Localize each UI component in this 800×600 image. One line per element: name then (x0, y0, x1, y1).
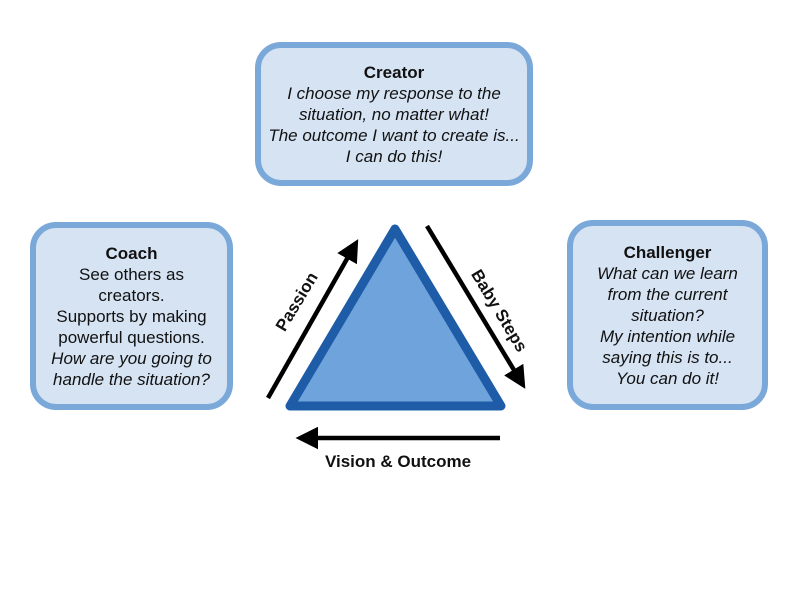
creator-box-line: The outcome I want to create is... (268, 125, 520, 145)
baby-steps-arrow (425, 224, 526, 389)
coach-box-line: Supports by making (56, 306, 207, 326)
coach-box-line: How are you going to (51, 348, 212, 368)
creator-box-line: situation, no matter what! (299, 104, 489, 124)
vision-outcome-edge-label: Vision & Outcome (324, 452, 472, 471)
challenger-box-title: Challenger (623, 242, 712, 262)
challenger-box-line: My intention while (599, 326, 736, 346)
challenger-box: Challenger What can we learn from the cu… (567, 220, 768, 410)
creator-box-line: I choose my response to the (287, 83, 501, 103)
coach-box-line: handle the situation? (53, 369, 210, 389)
coach-box-title: Coach (105, 243, 158, 263)
coach-box-line: creators. (98, 285, 165, 305)
central-triangle (285, 224, 506, 411)
passion-arrow (266, 239, 359, 400)
coach-box-line: powerful questions. (58, 327, 205, 347)
challenger-box-line: situation? (631, 305, 704, 325)
challenger-box-line: You can do it! (615, 368, 720, 388)
challenger-box-line: What can we learn (597, 263, 738, 283)
creator-box-title: Creator (363, 62, 425, 82)
creator-box-line: I can do this! (345, 146, 443, 166)
coach-box-line: See others as (79, 264, 184, 284)
creator-box: Creator I choose my response to the situ… (255, 42, 533, 186)
challenger-box-line: saying this is to... (602, 347, 733, 367)
coach-box: Coach See others as creators. Supports b… (30, 222, 233, 410)
challenger-box-line: from the current (607, 284, 728, 304)
